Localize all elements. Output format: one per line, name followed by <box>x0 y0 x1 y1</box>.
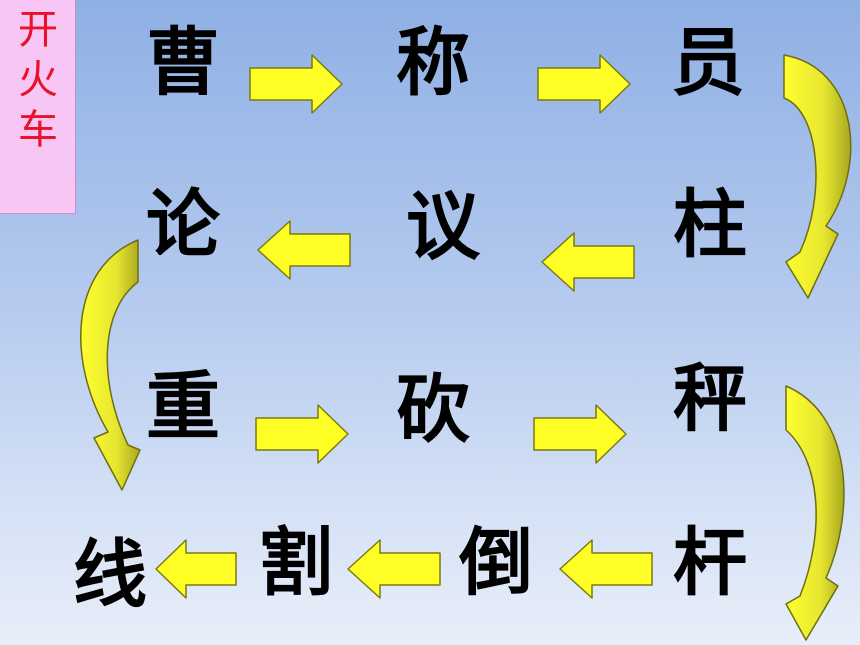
arrow-left-icon <box>155 539 237 599</box>
label-char-2: 火 <box>18 57 58 103</box>
char-row3-3[interactable]: 秤 <box>673 356 747 442</box>
char-row3-1[interactable]: 重 <box>146 364 220 450</box>
char-row2-2[interactable]: 议 <box>406 184 480 270</box>
arrow-left-icon <box>559 539 653 599</box>
char-row1-2[interactable]: 称 <box>396 20 470 106</box>
char-row2-3[interactable]: 柱 <box>673 182 747 268</box>
arrow-right-icon <box>537 54 631 114</box>
char-row1-1[interactable]: 曹 <box>146 20 220 106</box>
arrow-left-icon <box>347 539 441 599</box>
char-row4-2[interactable]: 割 <box>259 520 333 606</box>
curved-arrow-down-icon <box>80 239 141 491</box>
arrow-right-icon <box>249 54 343 114</box>
char-row4-4[interactable]: 杆 <box>673 520 747 606</box>
char-row2-1[interactable]: 论 <box>146 182 220 268</box>
label-char-1: 开 <box>18 7 58 53</box>
arrow-right-icon <box>255 404 349 464</box>
arrow-left-icon <box>257 220 351 280</box>
char-row1-3[interactable]: 员 <box>671 20 745 106</box>
char-row4-3[interactable]: 倒 <box>459 520 533 606</box>
char-row4-1[interactable]: 线 <box>73 532 147 618</box>
arrow-right-icon <box>533 404 627 464</box>
curved-arrow-down-icon <box>783 54 852 299</box>
label-char-3: 车 <box>18 107 58 153</box>
train-game-label: 开 火 车 <box>0 0 76 214</box>
char-row3-2[interactable]: 砍 <box>396 367 470 453</box>
curved-arrow-down-icon <box>785 385 845 641</box>
arrow-left-icon <box>541 232 635 292</box>
